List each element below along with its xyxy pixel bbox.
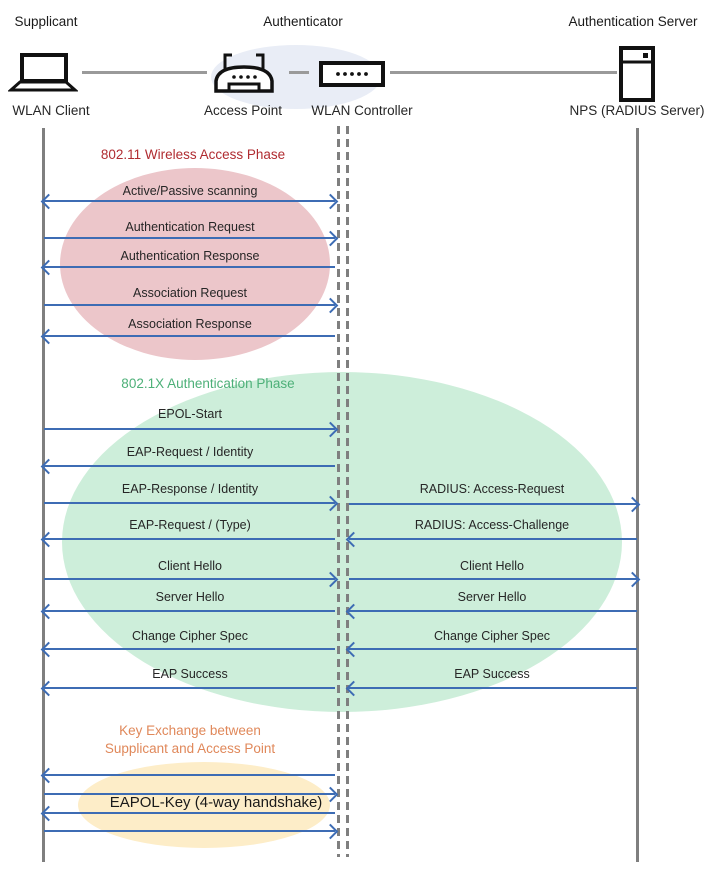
arrow-change-cipher-spec-right [349, 648, 637, 650]
lifeline-controller-a [337, 126, 340, 857]
key-exchange-ellipse [78, 762, 330, 848]
lifeline-wlan-client [42, 128, 45, 862]
message-label: Change Cipher Spec [433, 629, 551, 643]
message-label: Change Cipher Spec [131, 629, 249, 643]
message-label: EAP-Request / Identity [126, 445, 254, 459]
message-label: Authentication Request [125, 220, 255, 234]
arrow-eap-request-type [44, 538, 335, 540]
arrow-change-cipher-spec-left [44, 648, 335, 650]
link-client-ap [82, 71, 207, 74]
node-access-point: Access Point [203, 103, 283, 118]
arrow-eap-request-identity [44, 465, 335, 467]
arrow-association-request [44, 304, 335, 306]
message-label: RADIUS: Access-Request [419, 482, 565, 496]
eapol-key-label: EAPOL-Key (4-way handshake) [109, 794, 323, 811]
node-wlan-client: WLAN Client [12, 103, 90, 118]
message-label: Client Hello [158, 559, 222, 573]
role-authentication-server: Authentication Server [568, 14, 698, 29]
message-label: Authentication Response [120, 249, 260, 263]
message-label: Server Hello [457, 590, 527, 604]
arrow-authentication-request [44, 237, 335, 239]
node-nps: NPS (RADIUS Server) [569, 103, 705, 118]
message-label: Active/Passive scanning [122, 184, 258, 198]
authentication-phase-title: 802.1X Authentication Phase [121, 376, 295, 391]
message-label: EAP Success [454, 667, 530, 681]
arrow-client-hello-left [44, 578, 335, 580]
arrow-active-passive-scanning [44, 200, 335, 202]
key-exchange-title: Key Exchange between Supplicant and Acce… [70, 722, 310, 758]
access-point-icon [213, 50, 275, 99]
key-exchange-title-line2: Supplicant and Access Point [104, 741, 276, 756]
lifeline-controller-b [346, 126, 349, 857]
message-label: EAP-Request / (Type) [129, 518, 251, 532]
wireless-phase-title: 802.11 Wireless Access Phase [100, 147, 286, 162]
message-label: Association Response [128, 317, 252, 331]
arrow-eap-response-identity [44, 502, 335, 504]
arrow-eap-success-left [44, 687, 335, 689]
arrow-association-response [44, 335, 335, 337]
role-supplicant: Supplicant [14, 14, 78, 29]
server-icon [618, 46, 656, 108]
role-authenticator: Authenticator [263, 14, 343, 29]
wlan-controller-icon [319, 61, 385, 92]
arrow-server-hello-left [44, 610, 335, 612]
arrow-radius-access-challenge [349, 538, 637, 540]
arrow-epol-start [44, 428, 335, 430]
link-ap-controller [289, 71, 309, 74]
arrow-radius-access-request [349, 503, 637, 505]
message-label: Association Request [133, 286, 247, 300]
arrow-server-hello-right [349, 610, 637, 612]
lifeline-radius-server [636, 128, 639, 862]
arrow-authentication-response [44, 266, 335, 268]
key-exchange-title-line1: Key Exchange between [119, 723, 261, 738]
arrow-eapol-key-3 [44, 812, 335, 814]
link-controller-server [390, 71, 617, 74]
arrow-eap-success-right [349, 687, 637, 689]
message-label: Client Hello [460, 559, 524, 573]
arrow-client-hello-right [349, 578, 637, 580]
message-label: Server Hello [155, 590, 225, 604]
authentication-phase-ellipse [62, 372, 622, 712]
laptop-icon [7, 53, 79, 98]
arrow-eapol-key-1 [44, 774, 335, 776]
arrow-eapol-key-4 [44, 830, 335, 832]
message-label: EAP-Response / Identity [121, 482, 259, 496]
message-label: EAP Success [152, 667, 228, 681]
message-label: RADIUS: Access-Challenge [414, 518, 570, 532]
message-label: EPOL-Start [158, 407, 222, 421]
arrow-eapol-key-2 [44, 793, 335, 795]
node-wlan-controller: WLAN Controller [311, 103, 413, 118]
